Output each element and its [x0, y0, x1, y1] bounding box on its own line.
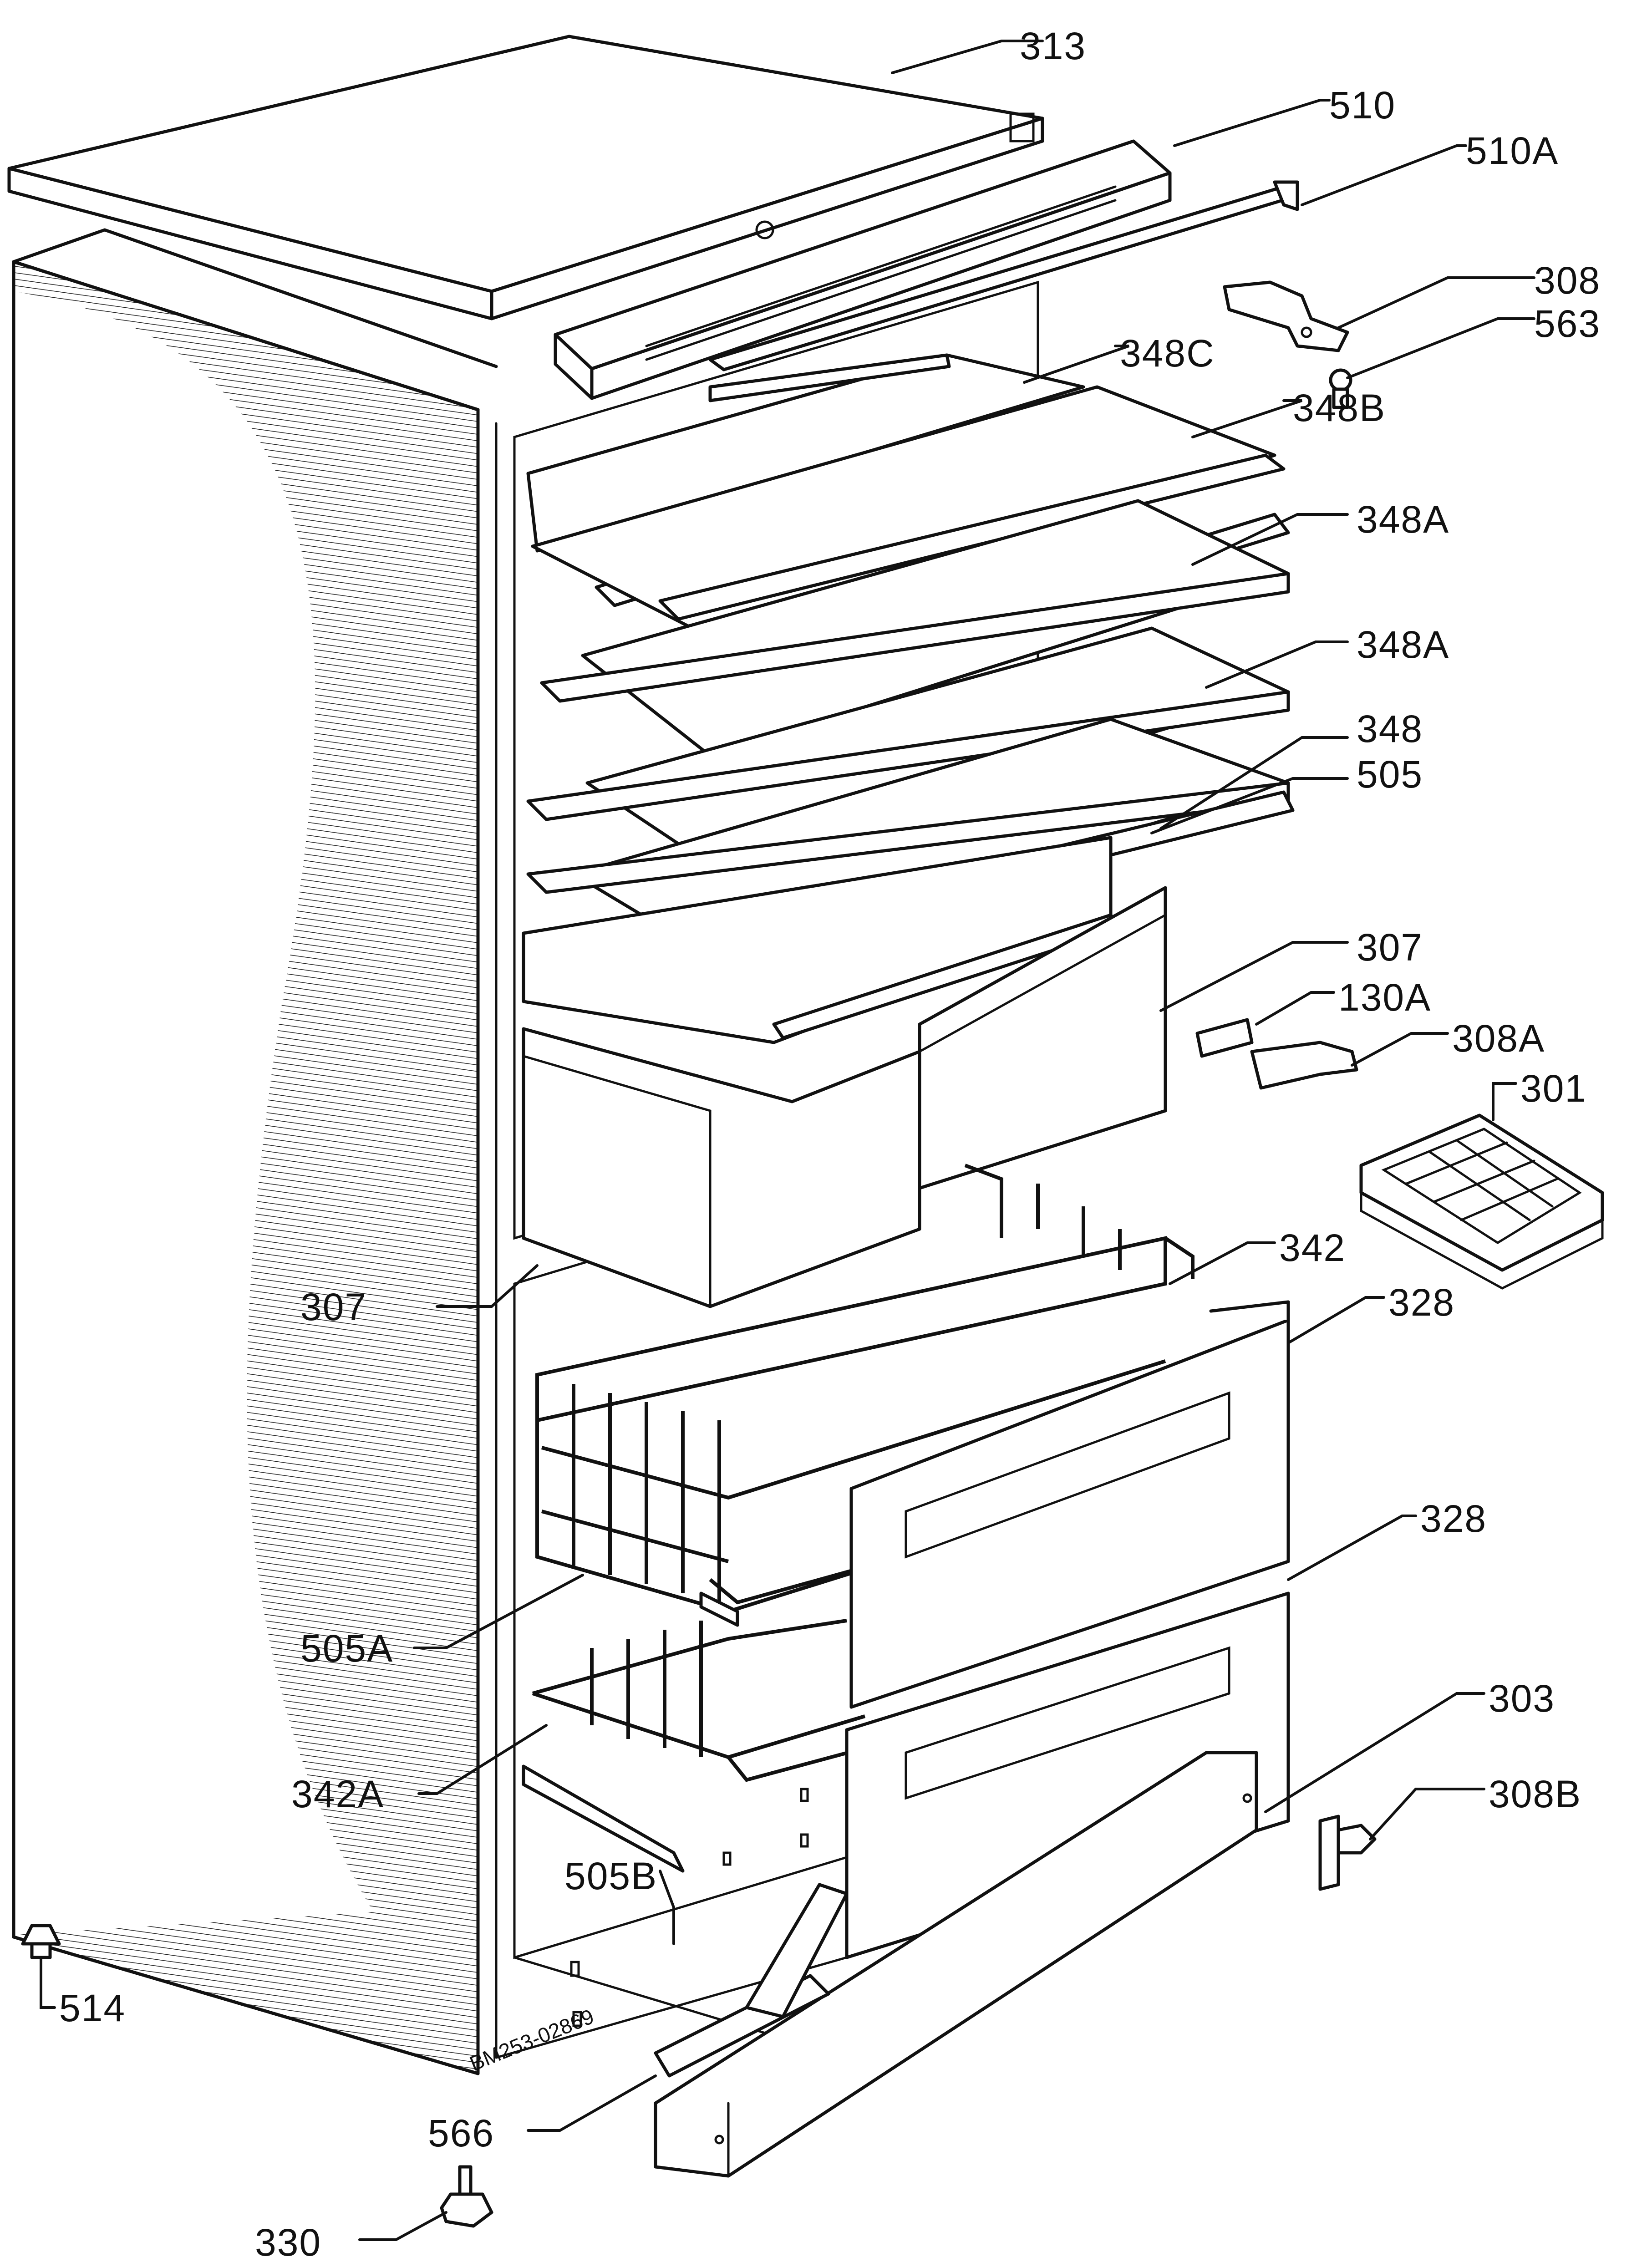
callout-510A: 510A	[1466, 129, 1559, 172]
callout-348A-upper: 348A	[1357, 498, 1449, 541]
callout-563: 563	[1534, 302, 1601, 345]
callout-342: 342	[1279, 1226, 1346, 1269]
callout-328-upper: 328	[1388, 1281, 1455, 1324]
control-panel-510	[554, 139, 1172, 400]
callout-301: 301	[1520, 1067, 1587, 1110]
callout-307-lower: 307	[300, 1286, 367, 1328]
callout-308: 308	[1534, 259, 1601, 302]
foot-514	[21, 1924, 61, 1959]
callout-308A: 308A	[1452, 1017, 1545, 1060]
callout-313: 313	[1020, 25, 1086, 67]
adjustable-foot-330	[440, 2165, 493, 2228]
callout-328-lower: 328	[1420, 1497, 1487, 1540]
drawer-front-328-upper	[849, 1300, 1290, 1709]
wire-basket-342A	[532, 1619, 866, 1782]
callout-505: 505	[1357, 753, 1423, 796]
scraper-566	[654, 1883, 849, 2078]
drawing-code: BM253-02869	[466, 2004, 597, 2075]
plinth-303	[654, 1751, 1258, 2178]
callout-303: 303	[1489, 1677, 1555, 1720]
drawer-front-328-lower	[845, 1591, 1290, 1959]
callout-510: 510	[1329, 84, 1396, 127]
screw-563	[1329, 368, 1352, 409]
shelf-348A-upper	[540, 499, 1290, 757]
callout-308B: 308B	[1489, 1773, 1581, 1815]
callout-307-upper: 307	[1357, 926, 1423, 969]
guide-rail-505B	[522, 1764, 685, 1873]
leader-lines	[40, 40, 1535, 2241]
callout-labels: 313 510 510A 308 563 348C 348B 348A 348A…	[59, 25, 1601, 2257]
top-cover-313	[7, 35, 1044, 320]
callout-514: 514	[59, 1987, 126, 2029]
callout-505A: 505A	[300, 1627, 393, 1670]
callout-566: 566	[428, 2112, 494, 2155]
callout-330: 330	[255, 2221, 321, 2257]
rail-510A	[708, 180, 1299, 371]
callout-348A-lower: 348A	[1357, 623, 1449, 666]
callout-342A: 342A	[291, 1773, 384, 1815]
guide-rail-505A	[699, 1591, 739, 1627]
bracket-130A	[1195, 1018, 1254, 1058]
hinge-308B	[1318, 1815, 1377, 1891]
ice-tray-301	[1359, 1113, 1604, 1290]
callout-348B: 348B	[1293, 386, 1386, 429]
crisper-drawer-307	[522, 886, 1167, 1308]
cabinet-body	[12, 228, 1039, 2075]
hinge-308A	[1250, 1041, 1358, 1090]
hinge-308	[1223, 280, 1349, 352]
callout-348: 348	[1357, 707, 1423, 750]
callout-348C: 348C	[1120, 332, 1215, 375]
callout-505B: 505B	[564, 1855, 657, 1897]
callout-130A: 130A	[1338, 976, 1431, 1019]
